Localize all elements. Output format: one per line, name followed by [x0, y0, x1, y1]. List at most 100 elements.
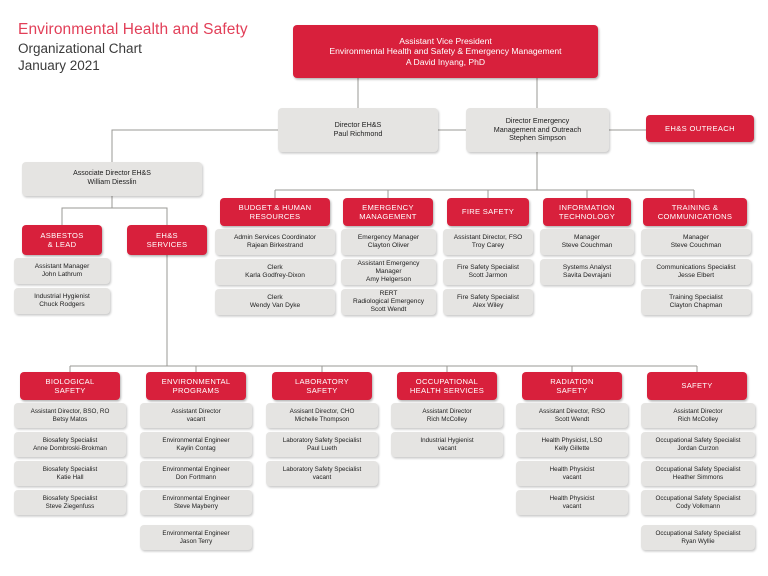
unit-header-label: ASBESTOS & LEAD — [40, 230, 84, 249]
unit-header-label: EH&S SERVICES — [146, 230, 188, 249]
staff-label: Environmental Engineer Kaylin Contag — [162, 436, 230, 452]
node-label: Associate Director EH&S William Diesslin — [73, 170, 151, 186]
staff-training-2[interactable]: Training Specialist Clayton Chapman — [641, 289, 751, 315]
staff-it-1[interactable]: Systems Analyst Savita Devrajani — [540, 259, 634, 285]
staff-it-0[interactable]: Manager Steve Couchman — [540, 229, 634, 255]
staff-safety-0[interactable]: Assistant Director Rich McColley — [641, 403, 755, 428]
unit-header-environmental-programs[interactable]: ENVIRONMENTAL PROGRAMS — [146, 372, 246, 400]
unit-header-label: SAFETY — [681, 381, 713, 391]
unit-header-biological-safety[interactable]: BIOLOGICAL SAFETY — [20, 372, 120, 400]
staff-label: Fire Safety Specialist Alex Wiley — [457, 293, 519, 309]
unit-header-training-communications[interactable]: TRAINING & COMMUNICATIONS — [643, 198, 747, 226]
staff-laboratory-2[interactable]: Laboratory Safety Specialist vacant — [266, 461, 378, 486]
unit-header-label: TRAINING & COMMUNICATIONS — [657, 202, 733, 221]
staff-label: Biosafety Specialist Anne Dombroski-Brok… — [33, 436, 107, 452]
staff-fire-safety-1[interactable]: Fire Safety Specialist Scott Jarmon — [443, 259, 533, 285]
staff-label: Occupational Safety Specialist Jordan Cu… — [655, 436, 741, 452]
staff-label: Health Physicist, LSO Kelly Gillette — [541, 436, 603, 452]
staff-environmental-0[interactable]: Assistant Director vacant — [140, 403, 252, 428]
staff-occupational-health-0[interactable]: Assistant Director Rich McColley — [391, 403, 503, 428]
staff-biological-1[interactable]: Biosafety Specialist Anne Dombroski-Brok… — [14, 432, 126, 457]
staff-biological-3[interactable]: Biosafety Specialist Steve Ziegenfuss — [14, 490, 126, 515]
staff-radiation-0[interactable]: Assistant Director, RSO Scott Wendt — [516, 403, 628, 428]
staff-label: Systems Analyst Savita Devrajani — [562, 263, 612, 279]
unit-header-laboratory-safety[interactable]: LABORATORY SAFETY — [272, 372, 372, 400]
staff-budget-hr-1[interactable]: Clerk Karla Godfrey-Dixon — [215, 259, 335, 285]
staff-budget-hr-2[interactable]: Clerk Wendy Van Dyke — [215, 289, 335, 315]
unit-header-label: BIOLOGICAL SAFETY — [45, 376, 95, 395]
staff-training-0[interactable]: Manager Steve Couchman — [641, 229, 751, 255]
staff-label: Laboratory Safety Specialist Paul Lueth — [282, 436, 362, 452]
staff-label: Industrial Hygienist Chuck Rodgers — [34, 292, 90, 308]
staff-safety-2[interactable]: Occupational Safety Specialist Heather S… — [641, 461, 755, 486]
staff-label: Assistant Director Rich McColley — [673, 407, 723, 423]
staff-emergency-mgmt-2[interactable]: RERT Radiological Emergency Scott Wendt — [341, 289, 436, 315]
staff-emergency-mgmt-0[interactable]: Emergency Manager Clayton Oliver — [341, 229, 436, 255]
unit-header-fire-safety[interactable]: FIRE SAFETY — [447, 198, 529, 226]
staff-radiation-3[interactable]: Health Physicist vacant — [516, 490, 628, 515]
staff-label: Assisant Director, CHO Michelle Thompson — [289, 407, 355, 423]
staff-label: Assistant Director, RSO Scott Wendt — [538, 407, 606, 423]
staff-label: Assistant Director, FSO Troy Carey — [453, 233, 523, 249]
staff-asbestos-lead-0[interactable]: Assistant Manager John Lathrum — [14, 258, 110, 284]
staff-label: Laboratory Safety Specialist vacant — [282, 465, 362, 481]
staff-label: Health Physicist vacant — [549, 465, 595, 481]
staff-asbestos-lead-1[interactable]: Industrial Hygienist Chuck Rodgers — [14, 288, 110, 314]
title-line-3: January 2021 — [18, 57, 100, 73]
staff-biological-2[interactable]: Biosafety Specialist Katie Hall — [14, 461, 126, 486]
staff-label: Clerk Wendy Van Dyke — [249, 293, 301, 309]
unit-header-ehs-services[interactable]: EH&S SERVICES — [127, 225, 207, 255]
node-label: Director Emergency Management and Outrea… — [493, 115, 582, 143]
staff-emergency-mgmt-1[interactable]: Assistant Emergency Manager Amy Helgerso… — [341, 259, 436, 285]
staff-laboratory-0[interactable]: Assisant Director, CHO Michelle Thompson — [266, 403, 378, 428]
node-director-ehs[interactable]: Director EH&S Paul Richmond — [278, 108, 438, 152]
staff-radiation-2[interactable]: Health Physicist vacant — [516, 461, 628, 486]
staff-label: Industrial Hygienist vacant — [420, 436, 474, 452]
staff-fire-safety-0[interactable]: Assistant Director, FSO Troy Carey — [443, 229, 533, 255]
staff-fire-safety-2[interactable]: Fire Safety Specialist Alex Wiley — [443, 289, 533, 315]
unit-header-information-technology[interactable]: INFORMATION TECHNOLOGY — [543, 198, 631, 226]
staff-environmental-3[interactable]: Environmental Engineer Steve Mayberry — [140, 490, 252, 515]
staff-label: Emergency Manager Clayton Oliver — [357, 233, 420, 249]
unit-header-label: RADIATION SAFETY — [550, 376, 594, 395]
unit-header-occupational-health-services[interactable]: OCCUPATIONAL HEALTH SERVICES — [397, 372, 497, 400]
node-associate-director-ehs[interactable]: Associate Director EH&S William Diesslin — [22, 162, 202, 196]
node-assistant-vice-president[interactable]: Assistant Vice President Environmental H… — [293, 25, 598, 78]
node-director-emergency-management[interactable]: Director Emergency Management and Outrea… — [466, 108, 609, 152]
unit-header-emergency-management[interactable]: EMERGENCY MANAGEMENT — [343, 198, 433, 226]
staff-label: Clerk Karla Godfrey-Dixon — [245, 263, 305, 279]
staff-budget-hr-0[interactable]: Admin Services Coordinator Rajean Birkes… — [215, 229, 335, 255]
staff-environmental-4[interactable]: Environmental Engineer Jason Terry — [140, 525, 252, 550]
staff-label: Assistant Director vacant — [171, 407, 221, 423]
unit-header-radiation-safety[interactable]: RADIATION SAFETY — [522, 372, 622, 400]
node-ehs-outreach[interactable]: EH&S OUTREACH — [646, 115, 754, 142]
staff-safety-3[interactable]: Occupational Safety Specialist Cody Volk… — [641, 490, 755, 515]
staff-environmental-2[interactable]: Environmental Engineer Don Fortmann — [140, 461, 252, 486]
page-title: Environmental Health and Safety Organiza… — [18, 20, 248, 74]
staff-biological-0[interactable]: Assistant Director, BSO, RO Betsy Matos — [14, 403, 126, 428]
staff-laboratory-1[interactable]: Laboratory Safety Specialist Paul Lueth — [266, 432, 378, 457]
staff-label: Assistant Emergency Manager Amy Helgerso… — [357, 259, 420, 284]
unit-header-asbestos-lead[interactable]: ASBESTOS & LEAD — [22, 225, 102, 255]
staff-environmental-1[interactable]: Environmental Engineer Kaylin Contag — [140, 432, 252, 457]
title-line-1: Environmental Health and Safety — [18, 21, 248, 38]
staff-label: Biosafety Specialist Katie Hall — [42, 465, 98, 481]
staff-label: RERT Radiological Emergency Scott Wendt — [352, 289, 425, 314]
staff-safety-4[interactable]: Occupational Safety Specialist Ryan Wyll… — [641, 525, 755, 550]
unit-header-budget-human-resources[interactable]: BUDGET & HUMAN RESOURCES — [220, 198, 330, 226]
staff-label: Admin Services Coordinator Rajean Birkes… — [233, 233, 317, 249]
node-label: EH&S OUTREACH — [665, 123, 735, 133]
staff-label: Assistant Director, BSO, RO Betsy Matos — [30, 407, 110, 423]
staff-label: Environmental Engineer Jason Terry — [162, 529, 230, 545]
unit-header-label: EMERGENCY MANAGEMENT — [359, 202, 417, 221]
staff-safety-1[interactable]: Occupational Safety Specialist Jordan Cu… — [641, 432, 755, 457]
unit-header-label: BUDGET & HUMAN RESOURCES — [238, 202, 312, 221]
staff-label: Assistant Manager John Lathrum — [34, 262, 90, 278]
staff-radiation-1[interactable]: Health Physicist, LSO Kelly Gillette — [516, 432, 628, 457]
unit-header-safety[interactable]: SAFETY — [647, 372, 747, 400]
staff-label: Occupational Safety Specialist Cody Volk… — [655, 494, 741, 510]
staff-label: Environmental Engineer Don Fortmann — [162, 465, 230, 481]
staff-training-1[interactable]: Communications Specialist Jesse Elbert — [641, 259, 751, 285]
staff-occupational-health-1[interactable]: Industrial Hygienist vacant — [391, 432, 503, 457]
